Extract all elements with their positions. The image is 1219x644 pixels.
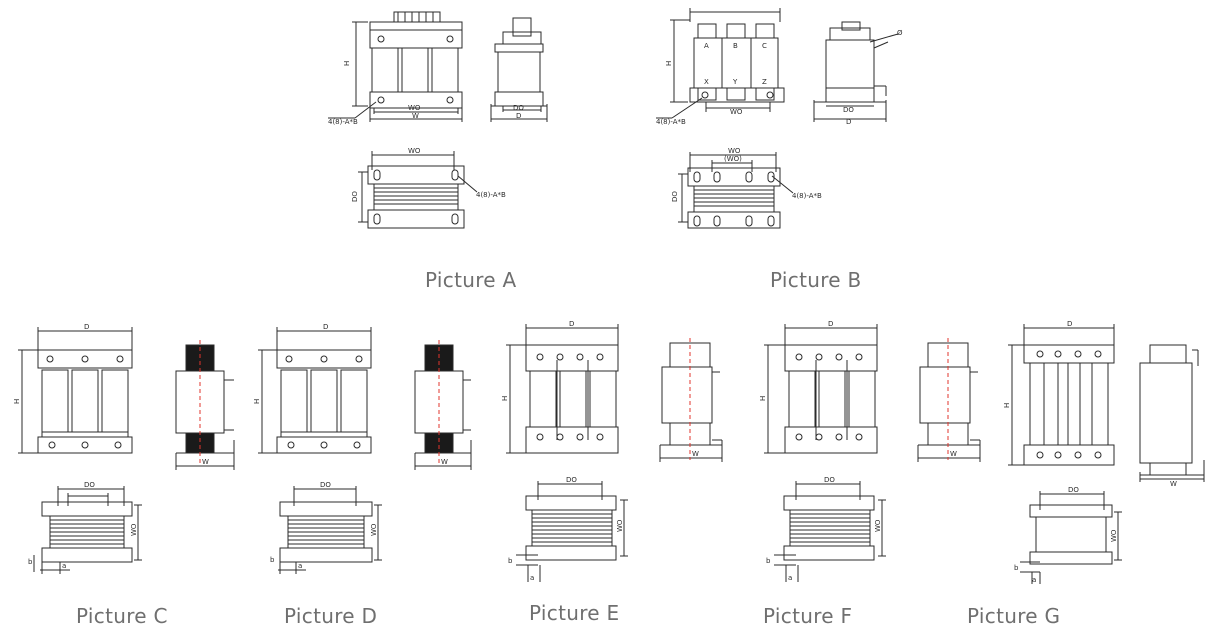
- picture-e-top-view: [516, 481, 628, 582]
- pic-a-top-wo-label: WO: [408, 147, 421, 155]
- caption-picture-d: Picture D: [284, 604, 378, 628]
- picture-f-top-view: [774, 481, 886, 582]
- pic-b-dia-label: Ø: [897, 29, 903, 37]
- pic-g-d-label: D: [1067, 320, 1072, 328]
- pic-b-phase-b: B: [733, 42, 738, 50]
- pic-d-do-label: DO: [320, 481, 331, 489]
- picture-c-drawing: [18, 327, 235, 574]
- pic-e-h-label: H: [501, 396, 509, 401]
- pic-f-w-label: W: [950, 450, 957, 458]
- picture-e-front-view: [506, 324, 619, 454]
- pic-f-do-label: DO: [824, 476, 835, 484]
- pic-b-phase-z: Z: [762, 78, 767, 86]
- pic-a-d-label: D: [516, 112, 521, 120]
- pic-d-d-label: D: [323, 323, 328, 331]
- picture-e-drawing: [506, 324, 723, 582]
- picture-b-top-view: [678, 152, 794, 229]
- pic-e-a-label: a: [530, 574, 534, 582]
- picture-b-drawing: [656, 8, 899, 229]
- picture-b-front-view: [656, 8, 785, 119]
- caption-picture-f: Picture F: [763, 604, 853, 628]
- pic-b-top-wo-paren-label: (WO): [724, 155, 742, 163]
- pic-b-top-do-label: DO: [671, 191, 679, 202]
- picture-d-drawing: [258, 327, 472, 574]
- picture-a-drawing: [328, 11, 548, 229]
- pic-g-wo-label: WO: [1110, 529, 1118, 542]
- pic-e-b-label: b: [508, 557, 513, 565]
- picture-a-side-view: [490, 17, 548, 122]
- pic-b-top-wo-label: WO: [728, 147, 741, 155]
- picture-g-front-view: [1008, 324, 1115, 466]
- picture-e-side-view: [659, 338, 723, 462]
- pic-b-d-label: D: [846, 118, 851, 126]
- caption-picture-b: Picture B: [770, 268, 862, 292]
- pic-c-b-label: b: [28, 558, 33, 566]
- pic-f-d-label: D: [828, 320, 833, 328]
- pic-b-phase-a: A: [704, 42, 709, 50]
- pic-c-h-label: H: [13, 399, 21, 404]
- pic-f-b-label: b: [766, 557, 771, 565]
- picture-a-front-view: [328, 11, 463, 122]
- pic-e-wo-label: WO: [616, 519, 624, 532]
- picture-d-side-view: [414, 340, 472, 470]
- pic-d-b-label: b: [270, 556, 275, 564]
- pic-c-wo-label: WO: [130, 523, 138, 536]
- pic-b-h-label: H: [665, 61, 673, 66]
- pic-g-do-label: DO: [1068, 486, 1079, 494]
- pic-e-w-label: W: [692, 450, 699, 458]
- picture-a-top-view: [358, 151, 478, 229]
- pic-e-do-label: DO: [566, 476, 577, 484]
- pic-a-top-hole-label: 4(8)-A*B: [476, 191, 506, 199]
- pic-a-hole-label: 4(8)-A*B: [328, 118, 358, 126]
- picture-g-top-view: [1020, 491, 1122, 584]
- picture-c-front-view: [18, 327, 133, 454]
- picture-g-drawing: [1008, 324, 1205, 584]
- picture-c-top-view: [33, 486, 142, 574]
- picture-f-drawing: [764, 324, 981, 582]
- pic-d-wo-label: WO: [370, 523, 378, 536]
- pic-f-h-label: H: [759, 396, 767, 401]
- pic-d-h-label: H: [253, 399, 261, 404]
- caption-picture-a: Picture A: [425, 268, 517, 292]
- pic-a-h-label: H: [343, 61, 351, 66]
- pic-f-wo-label: WO: [874, 519, 882, 532]
- picture-d-top-view: [278, 486, 382, 574]
- pic-g-b-label: b: [1014, 564, 1019, 572]
- pic-d-a-label: a: [298, 562, 302, 570]
- pic-b-top-hole-label: 4(8)-A*B: [792, 192, 822, 200]
- pic-g-a-label: a: [1032, 576, 1036, 584]
- pic-c-d-label: D: [84, 323, 89, 331]
- picture-g-side-view: [1139, 344, 1205, 482]
- pic-c-w-label: W: [202, 458, 209, 466]
- pic-a-top-do-label: DO: [351, 191, 359, 202]
- picture-b-side-view: [813, 21, 899, 122]
- pic-g-w-label: W: [1170, 480, 1177, 488]
- caption-picture-g: Picture G: [967, 604, 1061, 628]
- pic-b-do-label: DO: [843, 106, 854, 114]
- pic-b-phase-c: C: [762, 42, 767, 50]
- picture-f-side-view: [917, 338, 981, 462]
- pic-g-h-label: H: [1003, 403, 1011, 408]
- pic-b-phase-x: X: [704, 78, 709, 86]
- pic-a-w-label: W: [412, 112, 419, 120]
- pic-d-w-label: W: [441, 458, 448, 466]
- pic-c-do-label: DO: [84, 481, 95, 489]
- pic-b-hole-label: 4(8)-A*B: [656, 118, 686, 126]
- pic-e-d-label: D: [569, 320, 574, 328]
- caption-picture-e: Picture E: [529, 601, 620, 625]
- picture-c-side-view: [175, 340, 235, 470]
- pic-b-phase-y: Y: [732, 78, 738, 86]
- picture-f-front-view: [764, 324, 878, 454]
- caption-picture-c: Picture C: [76, 604, 168, 628]
- pic-b-wo-label: WO: [730, 108, 743, 116]
- pic-a-wo-label: WO: [408, 104, 421, 112]
- pic-a-do-label: DO: [513, 104, 524, 112]
- picture-d-front-view: [258, 327, 372, 454]
- pic-c-a-label: a: [62, 562, 66, 570]
- pic-f-a-label: a: [788, 574, 792, 582]
